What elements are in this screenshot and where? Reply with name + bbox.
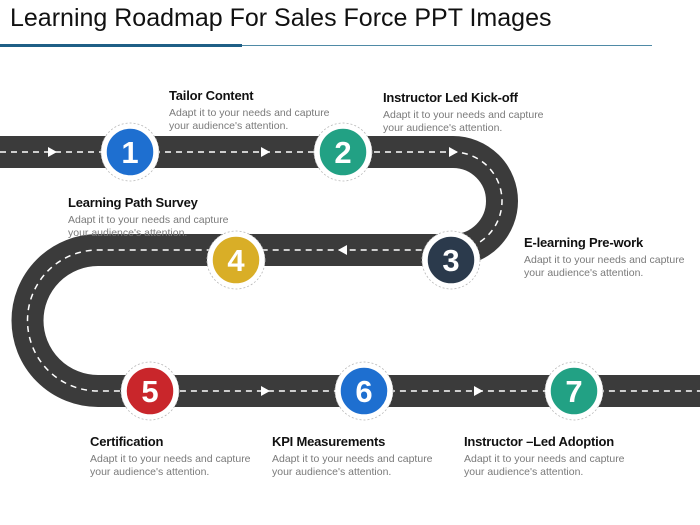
marker-disc: [339, 366, 389, 416]
step-1-marker: 1: [100, 122, 160, 182]
step-number: 1: [121, 135, 138, 170]
step-number: 2: [334, 135, 351, 170]
step-2-description: Adapt it to your needs and capture your …: [383, 109, 544, 134]
step-3-text: E-learning Pre-work Adapt it to your nee…: [524, 235, 699, 280]
step-6-heading: KPI Measurements: [272, 434, 386, 449]
step-2-marker: 2: [313, 122, 373, 182]
direction-arrow: [474, 386, 483, 396]
step-number: 5: [141, 374, 158, 409]
step-3-description: Adapt it to your needs and capture your …: [524, 254, 685, 279]
step-6-description: Adapt it to your needs and capture your …: [272, 453, 433, 478]
direction-arrow: [57, 322, 67, 331]
direction-arrow: [449, 147, 458, 157]
step-5-heading: Certification: [90, 434, 164, 449]
direction-arrow: [261, 386, 270, 396]
title-underline-accent: [0, 44, 242, 47]
direction-arrow: [261, 147, 270, 157]
road-lane-marking: [0, 151, 700, 392]
marker-disc: [549, 366, 599, 416]
step-2-text: Instructor Led Kick-off Adapt it to your…: [383, 90, 593, 135]
step-number: 7: [565, 374, 582, 409]
direction-arrow: [338, 245, 347, 255]
step-4-heading: Learning Path Survey: [68, 195, 198, 210]
marker-disc: [211, 235, 261, 285]
marker-disc: [105, 127, 155, 177]
step-1-text: Tailor Content Adapt it to your needs an…: [169, 88, 379, 133]
step-7-heading: Instructor –Led Adoption: [464, 434, 614, 449]
marker-disc: [318, 127, 368, 177]
step-number: 6: [355, 374, 372, 409]
page-title: Learning Roadmap For Sales Force PPT Ima…: [10, 4, 552, 32]
step-4-description: Adapt it to your needs and capture your …: [68, 214, 229, 239]
step-7-marker: 7: [544, 361, 604, 421]
title-underline: [0, 45, 652, 46]
step-number: 3: [442, 243, 459, 278]
step-5-description: Adapt it to your needs and capture your …: [90, 453, 251, 478]
step-5-marker: 5: [120, 361, 180, 421]
step-3-marker: 3: [421, 230, 481, 290]
step-4-text: Learning Path Survey Adapt it to your ne…: [68, 195, 278, 240]
step-3-heading: E-learning Pre-work: [524, 235, 644, 250]
step-6-text: KPI Measurements Adapt it to your needs …: [272, 434, 482, 479]
step-2-heading: Instructor Led Kick-off: [383, 90, 518, 105]
step-number: 4: [227, 243, 245, 278]
marker-disc: [426, 235, 476, 285]
step-6-marker: 6: [334, 361, 394, 421]
step-7-text: Instructor –Led Adoption Adapt it to you…: [464, 434, 674, 479]
direction-arrow: [48, 147, 57, 157]
step-5-text: Certification Adapt it to your needs and…: [90, 434, 300, 479]
step-4-marker: 4: [206, 230, 266, 290]
step-7-description: Adapt it to your needs and capture your …: [464, 453, 625, 478]
step-1-heading: Tailor Content: [169, 88, 254, 103]
step-1-description: Adapt it to your needs and capture your …: [169, 107, 330, 132]
marker-disc: [125, 366, 175, 416]
